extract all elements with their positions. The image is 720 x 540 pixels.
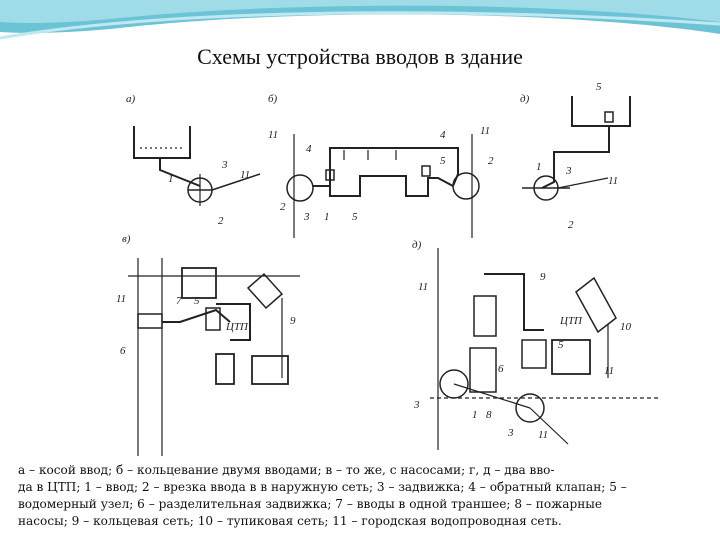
svg-text:5: 5: [558, 339, 564, 351]
svg-text:11: 11: [608, 175, 618, 187]
svg-text:5: 5: [440, 155, 446, 167]
svg-text:4: 4: [306, 143, 312, 155]
svg-text:11: 11: [116, 293, 126, 305]
svg-text:2: 2: [568, 219, 574, 231]
svg-text:4: 4: [440, 129, 446, 141]
ctp-label-d2: ЦТП: [559, 315, 583, 327]
panel-label-a: а): [126, 93, 136, 105]
caption-line-1: а – косой ввод; б – кольцевание двумя вв…: [18, 463, 555, 477]
svg-text:11: 11: [604, 365, 614, 377]
panel-a: а) 3 1 11 2: [126, 93, 261, 227]
panel-b: б) 11 4 4 11 5 2 2 3 1 5: [268, 93, 494, 238]
svg-text:3: 3: [413, 399, 420, 411]
svg-text:7: 7: [176, 295, 182, 307]
caption-line-4: насосы; 9 – кольцевая сеть; 10 – тупиков…: [18, 514, 562, 528]
svg-text:3: 3: [303, 211, 310, 223]
svg-text:9: 9: [540, 271, 546, 283]
svg-text:3: 3: [565, 165, 572, 177]
svg-text:9: 9: [290, 315, 296, 327]
panel-label-d1: д): [520, 93, 530, 105]
svg-text:5: 5: [194, 295, 200, 307]
svg-text:1: 1: [168, 173, 174, 185]
ctp-label-v: ЦТП: [225, 321, 249, 333]
svg-text:5: 5: [596, 81, 602, 93]
svg-text:1: 1: [536, 161, 542, 173]
caption-line-3: водомерный узел; 6 – разделительная задв…: [18, 497, 603, 511]
svg-text:11: 11: [480, 125, 490, 137]
panel-v: в) ЦТП 11 7 5 9 6: [116, 233, 300, 456]
svg-text:1: 1: [324, 211, 330, 223]
panel-d2: д) ЦТП 11 9 10 5 6 11 3 1 8 3 11: [412, 239, 658, 450]
svg-text:1: 1: [472, 409, 478, 421]
svg-text:11: 11: [538, 429, 548, 441]
water-inlet-diagram: а) 3 1 11 2 б) 11: [68, 78, 658, 458]
panel-d1: д) 5 1 3 11 2: [520, 81, 631, 231]
figure-caption: а – косой ввод; б – кольцевание двумя вв…: [18, 462, 708, 530]
caption-line-2: да в ЦТП; 1 – ввод; 2 – врезка ввода в в…: [18, 480, 627, 494]
panel-label-b: б): [268, 93, 278, 105]
slide-title: Схемы устройства вводов в здание: [197, 44, 523, 69]
header-swoosh: [0, 0, 720, 70]
svg-text:2: 2: [218, 215, 224, 227]
svg-text:3: 3: [221, 159, 228, 171]
svg-text:11: 11: [268, 129, 278, 141]
svg-text:11: 11: [240, 169, 250, 181]
svg-text:6: 6: [498, 363, 504, 375]
svg-text:5: 5: [352, 211, 358, 223]
svg-text:10: 10: [620, 321, 632, 333]
svg-text:11: 11: [418, 281, 428, 293]
panel-label-d2: д): [412, 239, 422, 251]
svg-text:6: 6: [120, 345, 126, 357]
svg-text:8: 8: [486, 409, 492, 421]
svg-text:2: 2: [488, 155, 494, 167]
svg-text:2: 2: [280, 201, 286, 213]
svg-text:3: 3: [507, 427, 514, 439]
panel-label-v: в): [122, 233, 131, 245]
